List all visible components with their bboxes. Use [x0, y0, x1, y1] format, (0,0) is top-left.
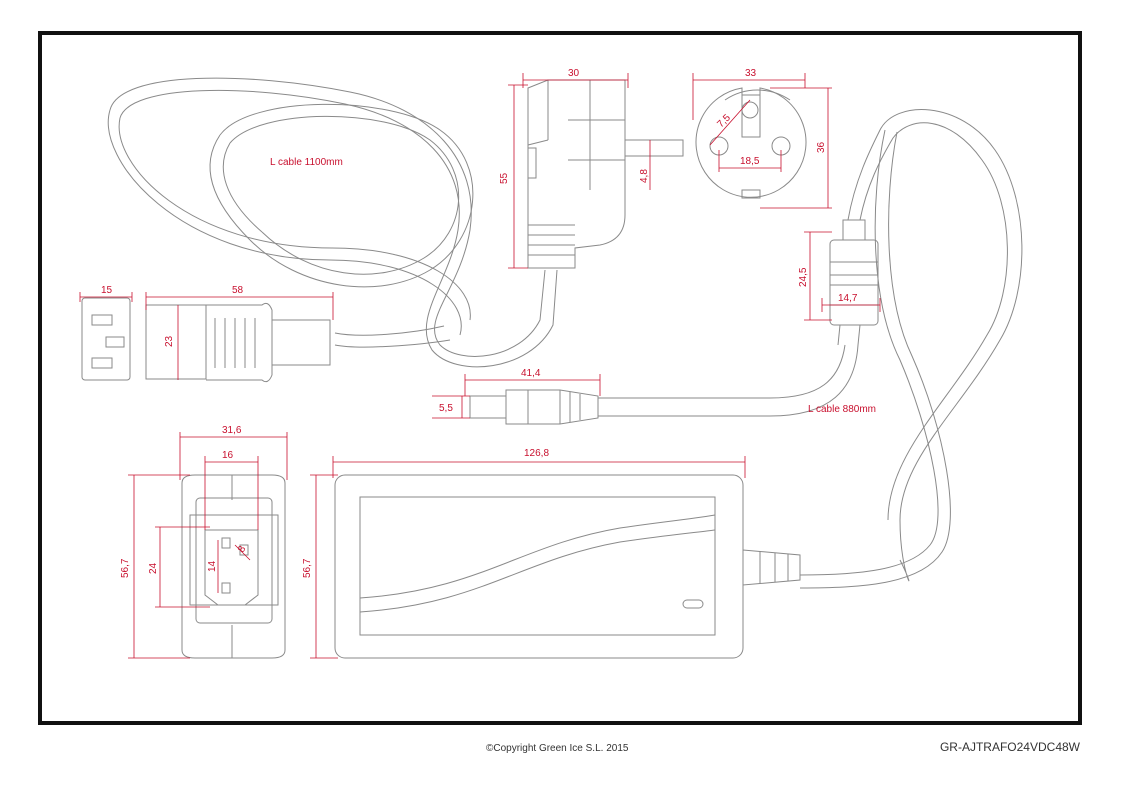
pin-diameter-label: 4,8: [639, 169, 650, 183]
side-inlet-width-label: 16: [222, 450, 234, 461]
schuko-plug-front: [695, 87, 807, 199]
side-pin-spacing-label: 14: [207, 560, 218, 572]
side-pin-length-label: 8: [236, 544, 249, 555]
copyright-notice: ©Copyright Green Ice S.L. 2015: [486, 743, 629, 754]
body-height-label: 56,7: [302, 558, 313, 578]
adapter-end-view: [181, 474, 286, 659]
model-code: GR-AJTRAFO24VDC48W: [939, 740, 1080, 754]
cable-main-label: L cable 1100mm: [270, 157, 343, 168]
side-inlet-height-label: 24: [148, 562, 159, 574]
cable-dc-label: L cable 880mm: [808, 404, 876, 415]
iec-plug-length-label: 58: [232, 285, 244, 296]
schuko-plug-side: [527, 79, 684, 269]
body-length-label: 126,8: [524, 448, 549, 459]
adapter-body: [334, 474, 801, 659]
iec-c13-side: [145, 302, 331, 383]
iec-c13-front: [81, 297, 131, 381]
plug-width-label: 30: [568, 68, 580, 79]
socket-height-label: 36: [816, 141, 827, 153]
dc-jack-diameter-label: 5,5: [439, 403, 453, 414]
dc-jack-length-label: 41,4: [521, 368, 541, 379]
ferrite-diameter-label: 14,7: [838, 293, 858, 304]
iec-inlet-width-label: 15: [101, 285, 113, 296]
side-height-label: 56,7: [120, 558, 131, 578]
iec-plug-height-label: 23: [164, 335, 175, 347]
plug-height-label: 55: [499, 172, 510, 184]
drawing-frame: [38, 31, 1082, 725]
ac-cable-coil: [107, 77, 558, 368]
ferrite-length-label: 24,5: [798, 267, 809, 287]
socket-contact-label: 7,5: [715, 112, 733, 130]
socket-pin-spacing-label: 18,5: [740, 156, 760, 167]
dimension-lines: [79, 73, 881, 659]
dc-cable: [469, 109, 1023, 589]
side-width-label: 31,6: [222, 425, 242, 436]
socket-width-label: 33: [745, 68, 757, 79]
